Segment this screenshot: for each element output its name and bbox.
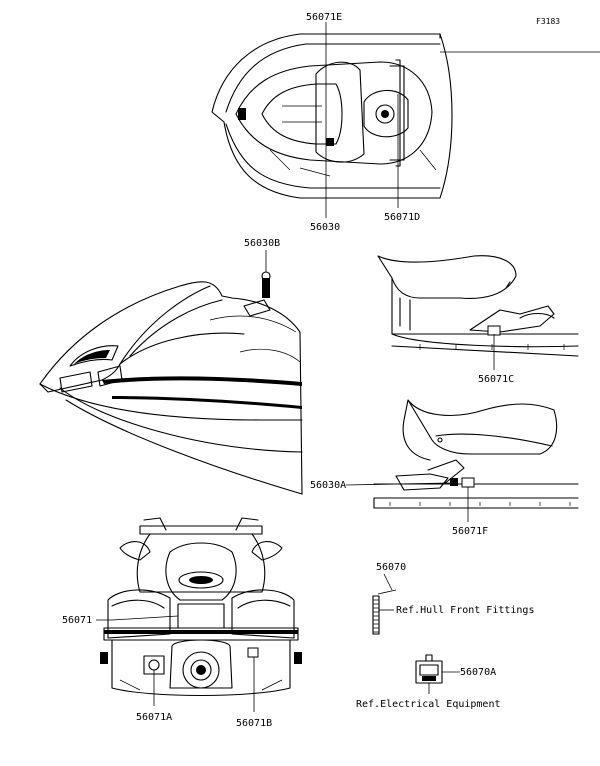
label-56071C: 56071C <box>478 374 514 385</box>
ref-hull-front-fittings: Ref.Hull Front Fittings <box>396 605 534 616</box>
leader-56030A <box>345 482 451 486</box>
label-56070: 56070 <box>376 562 406 573</box>
label-56071: 56071 <box>62 615 92 626</box>
rear-view-illustration <box>100 517 302 697</box>
side-view-illustration <box>39 271 303 495</box>
label-56071B: 56071B <box>236 718 272 729</box>
ref-electrical-equipment: Ref.Electrical Equipment <box>356 699 501 710</box>
label-56030: 56030 <box>310 222 340 233</box>
leader-56070 <box>383 573 393 591</box>
detail-f-illustration <box>373 399 579 509</box>
figure-id: F3183 <box>536 17 560 26</box>
leader-56071 <box>96 615 179 621</box>
label-56030B: 56030B <box>244 238 280 249</box>
label-56071F: 56071F <box>452 526 488 537</box>
detail-c-illustration <box>377 255 579 357</box>
connector-56070A-illustration <box>415 654 443 684</box>
label-56071E: 56071E <box>306 12 342 23</box>
label-56070A: 56070A <box>460 667 496 678</box>
label-56071A: 56071A <box>136 712 172 723</box>
strip-56070-illustration <box>372 589 397 635</box>
top-view-illustration <box>211 33 600 199</box>
label-56071D: 56071D <box>384 212 420 223</box>
label-56030A: 56030A <box>310 480 346 491</box>
